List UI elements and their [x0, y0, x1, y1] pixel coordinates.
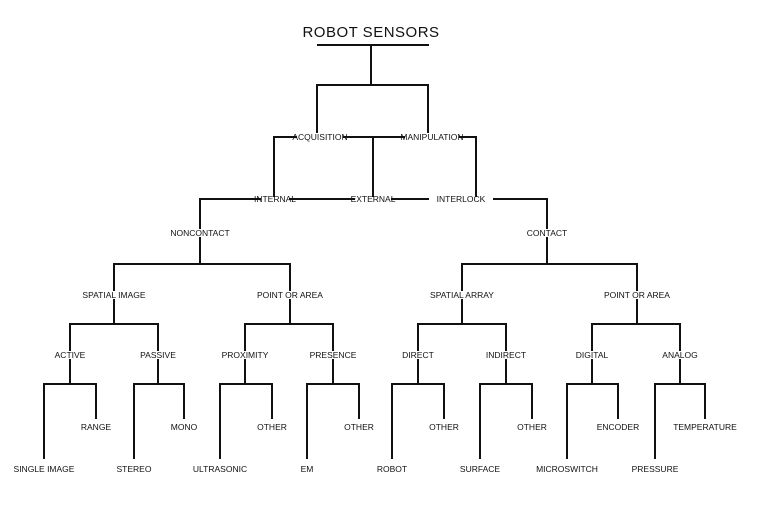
leaf-direct-other: OTHER — [429, 422, 459, 432]
leaf-single-image: SINGLE IMAGE — [14, 464, 75, 474]
node-external: EXTERNAL — [351, 194, 396, 204]
node-internal: INTERNAL — [254, 194, 296, 204]
node-indirect: INDIRECT — [486, 350, 526, 360]
leaf-encoder: ENCODER — [597, 422, 640, 432]
node-active: ACTIVE — [55, 350, 86, 360]
leaf-em: EM — [301, 464, 314, 474]
leaf-ultrasonic: ULTRASONIC — [193, 464, 247, 474]
node-interlock: INTERLOCK — [437, 194, 486, 204]
node-point-or-area-contact: POINT OR AREA — [604, 290, 670, 300]
node-presence: PRESENCE — [310, 350, 357, 360]
node-point-or-area-noncontact: POINT OR AREA — [257, 290, 323, 300]
leaf-temperature: TEMPERATURE — [673, 422, 737, 432]
node-direct: DIRECT — [402, 350, 434, 360]
leaf-range: RANGE — [81, 422, 112, 432]
node-labels: ROBOT SENSORS ACQUISITION MANIPULATION I… — [14, 24, 738, 474]
diagram-title: ROBOT SENSORS — [302, 24, 439, 41]
node-digital: DIGITAL — [576, 350, 609, 360]
leaf-indirect-other: OTHER — [517, 422, 547, 432]
leaf-presence-other: OTHER — [344, 422, 374, 432]
node-proximity: PROXIMITY — [222, 350, 269, 360]
connector-lines — [43, 44, 706, 459]
node-contact: CONTACT — [527, 228, 567, 238]
leaf-surface: SURFACE — [460, 464, 500, 474]
leaf-robot: ROBOT — [377, 464, 407, 474]
leaf-microswitch: MICROSWITCH — [536, 464, 598, 474]
node-analog: ANALOG — [662, 350, 697, 360]
node-passive: PASSIVE — [140, 350, 176, 360]
node-noncontact: NONCONTACT — [170, 228, 229, 238]
node-manipulation: MANIPULATION — [400, 132, 463, 142]
leaf-mono: MONO — [171, 422, 198, 432]
leaf-stereo: STEREO — [117, 464, 152, 474]
leaf-pressure: PRESSURE — [632, 464, 679, 474]
leaf-proximity-other: OTHER — [257, 422, 287, 432]
node-acquisition: ACQUISITION — [292, 132, 347, 142]
node-spatial-array: SPATIAL ARRAY — [430, 290, 494, 300]
node-spatial-image: SPATIAL IMAGE — [82, 290, 145, 300]
